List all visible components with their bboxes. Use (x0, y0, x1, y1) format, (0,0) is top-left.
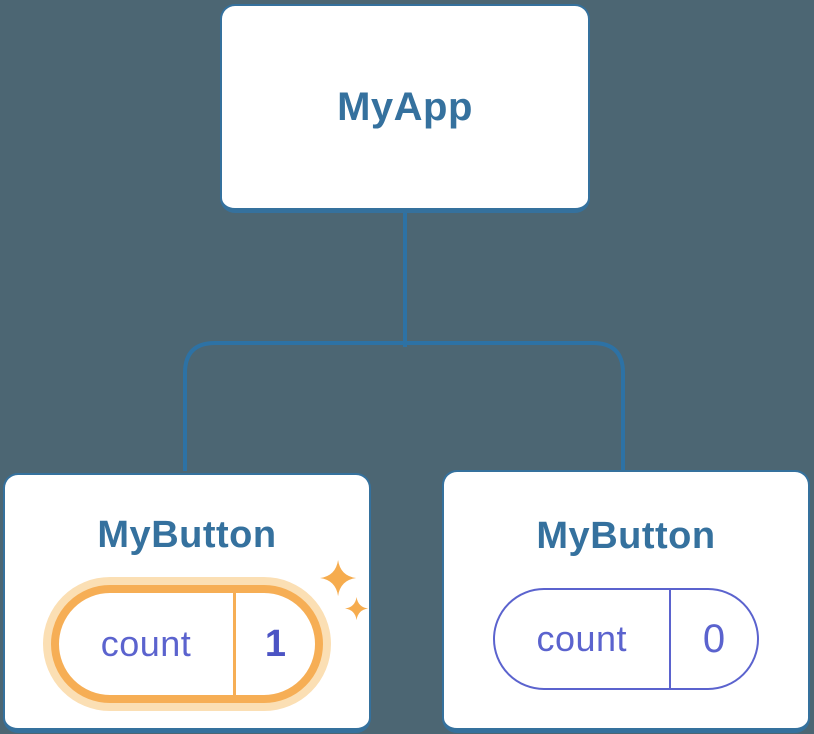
sparkles-icon (320, 560, 369, 621)
node-myapp-label: MyApp (337, 85, 473, 129)
state-value: 1 (264, 622, 287, 665)
state-value: 0 (702, 616, 726, 661)
state-name: count (536, 618, 628, 659)
pill-divider (668, 590, 671, 688)
state-pill-plain: count 0 (493, 588, 759, 690)
sparkle-small (345, 597, 369, 621)
sparkle-large (320, 560, 357, 597)
node-mybutton-right: MyButton count 0 (442, 470, 810, 733)
node-mybutton-right-label: MyButton (536, 515, 716, 557)
connector-branch (183, 341, 625, 471)
node-mybutton-left: MyButton count 1 (3, 473, 371, 733)
node-mybutton-left-label: MyButton (97, 514, 277, 556)
state-name: count (100, 623, 192, 664)
node-myapp: MyApp (220, 4, 590, 213)
pill-divider (233, 593, 236, 695)
state-pill-highlighted: count 1 (51, 585, 323, 703)
